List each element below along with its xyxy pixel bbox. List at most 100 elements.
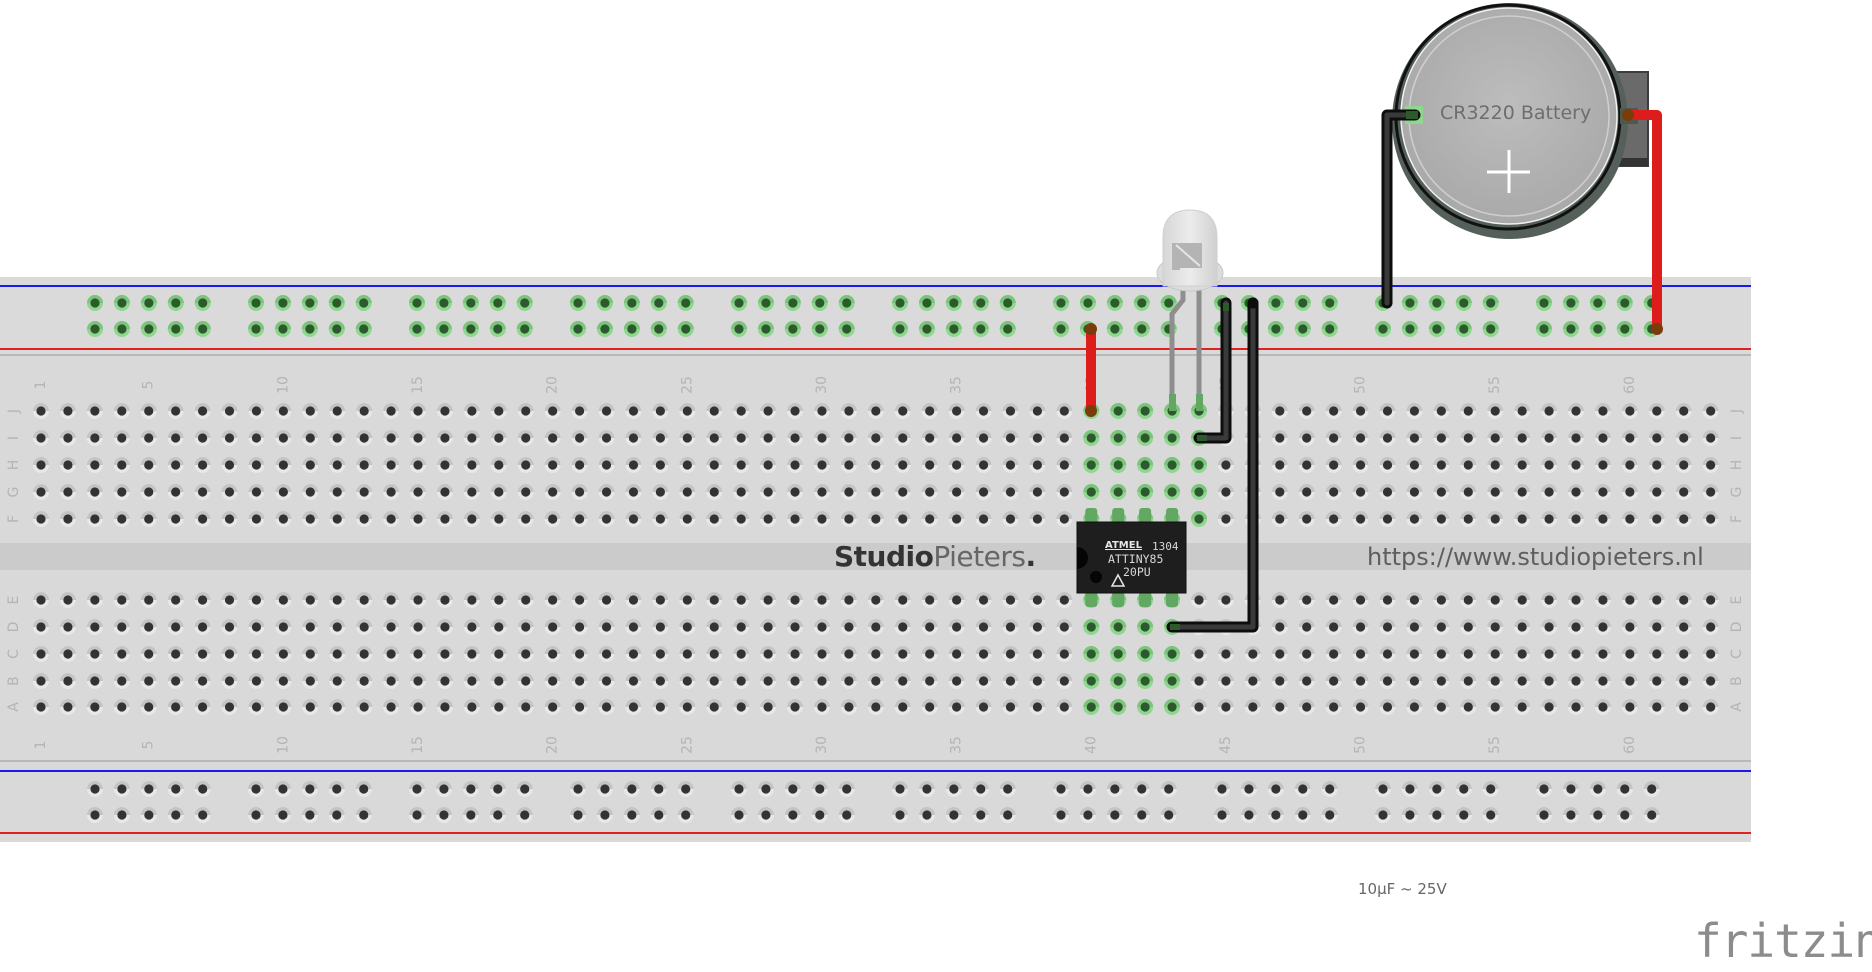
hole-E38[interactable] [1029,592,1046,608]
hole-C25[interactable] [679,646,696,662]
rail-top-positive-hole[interactable] [784,321,801,337]
hole-G15[interactable] [410,484,427,500]
hole-F51[interactable] [1379,511,1396,527]
hole-E20[interactable] [544,592,561,608]
hole-H30[interactable] [813,457,830,473]
hole-I25[interactable] [679,430,696,446]
hole-I39[interactable] [1056,430,1073,446]
hole-F62[interactable] [1675,511,1692,527]
hole-F23[interactable] [625,511,642,527]
hole-C18[interactable] [490,646,507,662]
rail-bottom-negative-hole[interactable] [677,781,694,797]
hole-H9[interactable] [248,457,265,473]
attiny85-ic[interactable]: ATMEL 1304 ATTINY85 20PU [1076,508,1187,607]
hole-H15[interactable] [410,457,427,473]
hole-J6[interactable] [167,403,184,419]
hole-D37[interactable] [1002,619,1019,635]
hole-B18[interactable] [490,673,507,689]
hole-H13[interactable] [356,457,373,473]
hole-B16[interactable] [436,673,453,689]
rail-top-negative-hole[interactable] [811,295,828,311]
hole-E16[interactable] [436,592,453,608]
hole-I58[interactable] [1568,430,1585,446]
hole-J29[interactable] [787,403,804,419]
hole-A10[interactable] [275,699,292,715]
hole-J23[interactable] [625,403,642,419]
hole-C39[interactable] [1056,646,1073,662]
hole-C2[interactable] [59,646,76,662]
hole-D8[interactable] [221,619,238,635]
hole-D42[interactable] [1137,619,1154,635]
hole-H16[interactable] [436,457,453,473]
hole-E47[interactable] [1271,592,1288,608]
hole-I23[interactable] [625,430,642,446]
rail-bottom-negative-hole[interactable] [248,781,264,797]
hole-B15[interactable] [410,673,427,689]
hole-H41[interactable] [1110,457,1127,473]
rail-top-positive-hole[interactable] [731,321,747,337]
hole-G48[interactable] [1298,484,1315,500]
hole-H1[interactable] [33,457,49,473]
hole-J39[interactable] [1056,403,1073,419]
hole-J4[interactable] [113,403,130,419]
hole-H18[interactable] [490,457,507,473]
hole-A1[interactable] [33,699,49,715]
hole-B31[interactable] [840,673,857,689]
hole-H31[interactable] [840,457,857,473]
hole-E3[interactable] [86,592,103,608]
hole-J41[interactable] [1110,403,1127,419]
hole-G39[interactable] [1056,484,1073,500]
rail-bottom-positive-hole[interactable] [892,807,908,823]
hole-C56[interactable] [1514,646,1531,662]
hole-I35[interactable] [948,430,965,446]
hole-A43[interactable] [1164,699,1181,715]
hole-C46[interactable] [1244,646,1261,662]
hole-C30[interactable] [813,646,830,662]
rail-bottom-positive-hole[interactable] [1589,807,1606,823]
hole-I38[interactable] [1029,430,1046,446]
rail-top-negative-hole[interactable] [892,295,908,311]
hole-A59[interactable] [1594,699,1611,715]
hole-G62[interactable] [1675,484,1692,500]
rail-top-positive-hole[interactable] [462,321,479,337]
hole-F56[interactable] [1514,511,1531,527]
hole-B62[interactable] [1675,673,1692,689]
hole-B17[interactable] [463,673,480,689]
hole-H42[interactable] [1137,457,1154,473]
rail-top-positive-hole[interactable] [1428,321,1445,337]
hole-H43[interactable] [1164,457,1181,473]
hole-C63[interactable] [1702,646,1719,662]
rail-top-positive-hole[interactable] [1267,321,1284,337]
hole-J35[interactable] [948,403,965,419]
rail-bottom-positive-hole[interactable] [248,807,264,823]
hole-H20[interactable] [544,457,561,473]
hole-F6[interactable] [167,511,184,527]
rail-bottom-positive-hole[interactable] [1240,807,1257,823]
hole-H24[interactable] [652,457,669,473]
hole-B49[interactable] [1325,673,1342,689]
hole-J42[interactable] [1137,403,1154,419]
hole-B54[interactable] [1460,673,1477,689]
rail-bottom-negative-hole[interactable] [489,781,506,797]
rail-bottom-positive-hole[interactable] [516,807,533,823]
hole-J1[interactable] [33,403,49,419]
hole-I17[interactable] [463,430,480,446]
hole-E37[interactable] [1002,592,1019,608]
hole-G53[interactable] [1433,484,1450,500]
hole-D52[interactable] [1406,619,1423,635]
rail-bottom-negative-hole[interactable] [113,781,130,797]
hole-G55[interactable] [1487,484,1504,500]
hole-F19[interactable] [517,511,534,527]
hole-E18[interactable] [490,592,507,608]
hole-C20[interactable] [544,646,561,662]
hole-I60[interactable] [1621,430,1638,446]
hole-J27[interactable] [733,403,750,419]
hole-H44[interactable] [1190,457,1207,473]
rail-bottom-positive-hole[interactable] [1267,807,1284,823]
rail-top-negative-hole[interactable] [999,295,1016,311]
rail-bottom-positive-hole[interactable] [1375,807,1391,823]
hole-I19[interactable] [517,430,534,446]
hole-C40[interactable] [1083,646,1100,662]
hole-H17[interactable] [463,457,480,473]
hole-D51[interactable] [1379,619,1396,635]
